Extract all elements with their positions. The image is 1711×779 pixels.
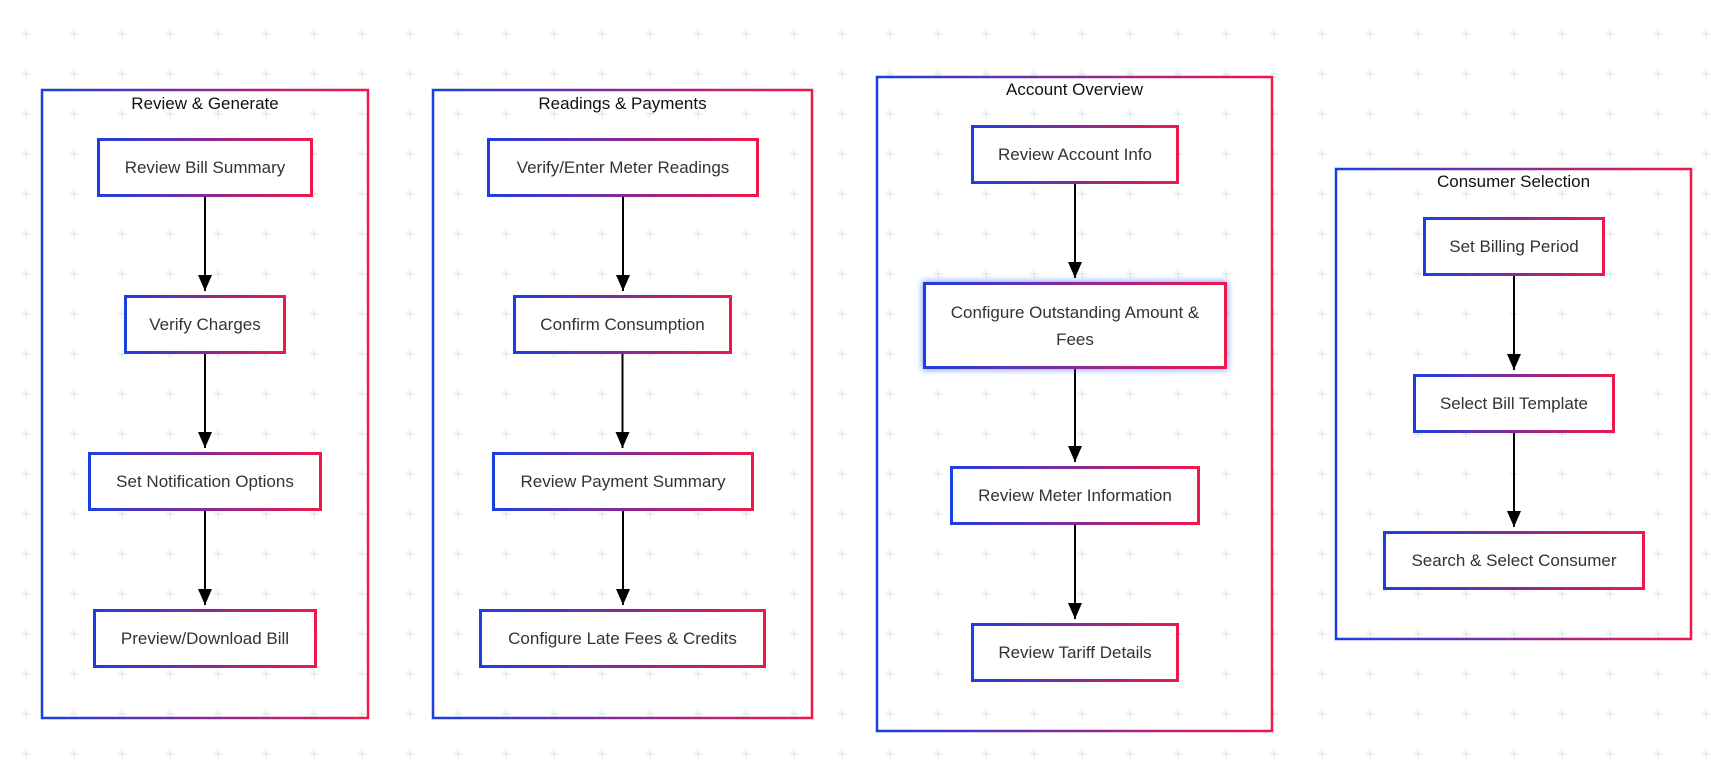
step-node-review-tariff-details[interactable]: Review Tariff Details	[971, 623, 1179, 682]
group-title-consumer-selection: Consumer Selection	[1436, 172, 1591, 191]
step-node-configure-outstanding-amount-and-fees[interactable]: Configure Outstanding Amount & Fees	[923, 282, 1227, 369]
step-node-search-and-select-consumer[interactable]: Search & Select Consumer	[1383, 531, 1645, 590]
group-title-review-generate: Review & Generate	[131, 94, 279, 113]
step-node-set-notification-options[interactable]: Set Notification Options	[88, 452, 322, 511]
step-node-verify-enter-meter-readings[interactable]: Verify/Enter Meter Readings	[487, 138, 759, 197]
step-node-review-meter-information[interactable]: Review Meter Information	[950, 466, 1200, 525]
group-frame-review-generate	[40, 88, 370, 720]
step-node-review-bill-summary[interactable]: Review Bill Summary	[97, 138, 313, 197]
group-frame-readings-payments	[431, 88, 814, 720]
step-node-review-account-info[interactable]: Review Account Info	[971, 125, 1179, 184]
step-node-set-billing-period[interactable]: Set Billing Period	[1423, 217, 1605, 276]
step-node-confirm-consumption[interactable]: Confirm Consumption	[513, 295, 732, 354]
step-node-configure-late-fees-and-credits[interactable]: Configure Late Fees & Credits	[479, 609, 766, 668]
step-node-verify-charges[interactable]: Verify Charges	[124, 295, 286, 354]
group-title-account-overview: Account Overview	[1006, 80, 1143, 99]
step-node-select-bill-template[interactable]: Select Bill Template	[1413, 374, 1615, 433]
step-node-review-payment-summary[interactable]: Review Payment Summary	[492, 452, 754, 511]
step-node-preview-download-bill[interactable]: Preview/Download Bill	[93, 609, 317, 668]
group-frame-consumer-selection	[1334, 167, 1693, 641]
group-frame-account-overview	[875, 75, 1274, 733]
group-title-readings-payments: Readings & Payments	[538, 94, 707, 113]
